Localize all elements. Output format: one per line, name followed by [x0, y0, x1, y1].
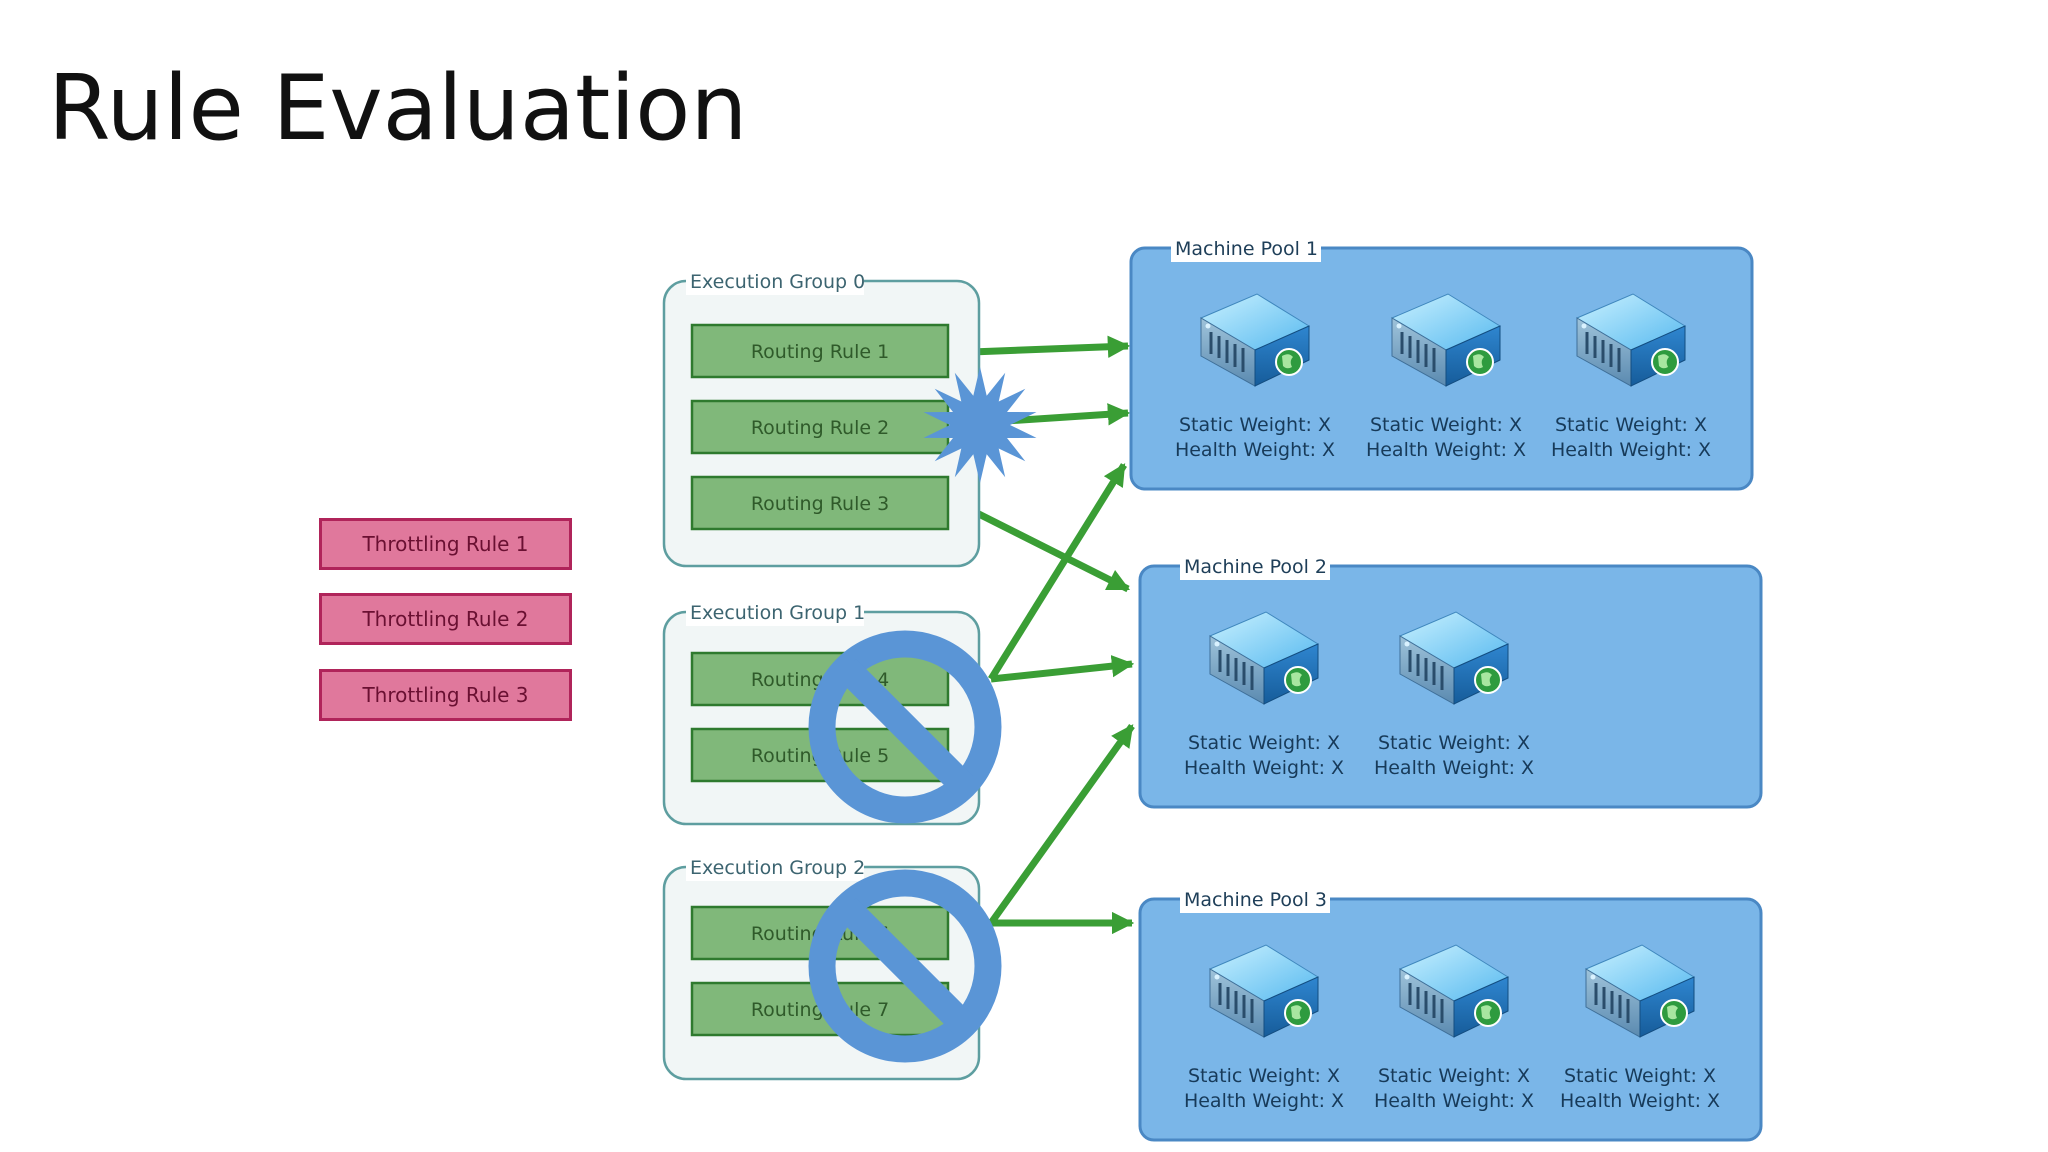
prohibited-icon: [808, 630, 1002, 824]
machine-pool-2: Machine Pool 2 Static Weight: X Health Wei…: [1138, 552, 1763, 809]
health-weight-label: Health Weight: X: [1374, 1090, 1534, 1112]
overlays: [808, 367, 1037, 1063]
health-weight-label: Health Weight: X: [1551, 439, 1711, 461]
execution-group-label-bg: [686, 267, 864, 295]
machine-pool-1: Machine Pool 1 Static Weight: X Health Wei…: [1129, 234, 1754, 491]
routing-rule-label: Routing Rule 1: [751, 341, 889, 363]
static-weight-label: Static Weight: X: [1370, 414, 1522, 436]
static-weight-label: Static Weight: X: [1188, 1065, 1340, 1087]
burst-icon: [923, 367, 1037, 483]
connection-arrow: [988, 463, 1127, 681]
execution-group-label-bg: [686, 598, 864, 626]
machine-pool-label-bg: [1171, 234, 1321, 262]
machine: Static Weight: X Health Weight: X: [1366, 292, 1526, 461]
static-weight-label: Static Weight: X: [1188, 732, 1340, 754]
execution-group-label: Execution Group 0: [690, 271, 865, 293]
connection-arrow: [988, 723, 1135, 926]
machine-pool-label-bg: [1180, 885, 1330, 913]
execution-group-label: Execution Group 1: [690, 602, 865, 624]
machine: Static Weight: X Health Weight: X: [1560, 943, 1720, 1112]
health-weight-label: Health Weight: X: [1184, 757, 1344, 779]
connection-arrow: [990, 654, 1135, 683]
static-weight-label: Static Weight: X: [1378, 1065, 1530, 1087]
routing-rule-label: Routing Rule 2: [751, 417, 889, 439]
execution-group-label: Execution Group 2: [690, 857, 865, 879]
prohibited-icon: [808, 869, 1002, 1063]
execution-group-label-bg: [686, 853, 864, 881]
routing-rule-box: [690, 323, 950, 379]
health-weight-label: Health Weight: X: [1374, 757, 1534, 779]
health-weight-label: Health Weight: X: [1366, 439, 1526, 461]
execution-groups: Execution Group 0 Routing Rule 1 Routing R…: [662, 267, 981, 1081]
machine: Static Weight: X Health Weight: X: [1374, 943, 1534, 1112]
throttling-rule-1: Throttling Rule 1: [319, 518, 572, 570]
throttling-rule-3: Throttling Rule 3: [319, 669, 572, 721]
machine: Static Weight: X Health Weight: X: [1551, 292, 1711, 461]
machine-pool-label: Machine Pool 2: [1184, 556, 1327, 578]
static-weight-label: Static Weight: X: [1564, 1065, 1716, 1087]
machine-pool-3: Machine Pool 3 Static Weight: X Health Wei…: [1138, 885, 1763, 1142]
throttling-rule-2: Throttling Rule 2: [319, 593, 572, 645]
static-weight-label: Static Weight: X: [1378, 732, 1530, 754]
machine-pool-label-bg: [1180, 552, 1330, 580]
routing-rule-box: [690, 475, 950, 531]
machine-pools: Machine Pool 1 Static Weight: X Health Wei…: [1129, 234, 1763, 1142]
static-weight-label: Static Weight: X: [1555, 414, 1707, 436]
machine: Static Weight: X Health Weight: X: [1184, 943, 1344, 1112]
page-title: Rule Evaluation: [48, 56, 748, 161]
machine: Static Weight: X Health Weight: X: [1175, 292, 1335, 461]
machine: Static Weight: X Health Weight: X: [1374, 610, 1534, 779]
health-weight-label: Health Weight: X: [1560, 1090, 1720, 1112]
routing-rule-box: [690, 399, 950, 455]
routing-rule-label: Routing Rule 3: [751, 493, 889, 515]
execution-group-0: Execution Group 0 Routing Rule 1 Routing R…: [662, 267, 981, 568]
health-weight-label: Health Weight: X: [1184, 1090, 1344, 1112]
static-weight-label: Static Weight: X: [1179, 414, 1331, 436]
machine-pool-label: Machine Pool 1: [1175, 238, 1318, 260]
machine: Static Weight: X Health Weight: X: [1184, 610, 1344, 779]
machine-pool-label: Machine Pool 3: [1184, 889, 1327, 911]
health-weight-label: Health Weight: X: [1175, 439, 1335, 461]
